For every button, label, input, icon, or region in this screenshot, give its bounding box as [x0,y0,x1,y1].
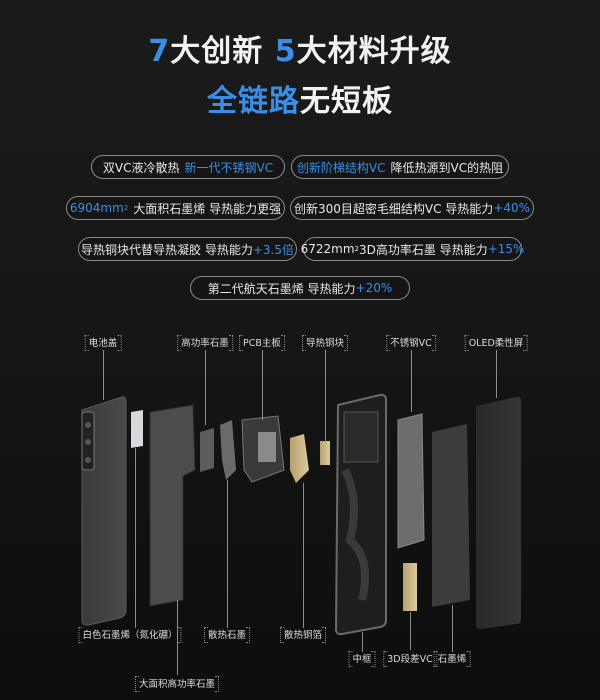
superscript: 2 [123,204,129,212]
leader-line [452,605,453,652]
leader-line [303,483,304,628]
leader-line [362,632,363,652]
innovation-text: 大创新 [170,34,264,69]
copper-block-part [320,441,330,465]
label-oled-screen: OLED柔性屏 [464,335,527,351]
feature-text: 导热铜块代替导热凝胶 导热能力 [81,242,253,257]
leader-line [410,612,411,650]
innovation-count: 7 [148,34,171,69]
headline-white-text: 无短板 [300,84,393,119]
middle-frame-part [334,393,387,636]
feature-pill-stepped-vc: 创新阶梯结构VC 降低热源到VC的热阻 [291,155,509,179]
material-text: 大材料升级 [296,34,452,69]
label-copper-block: 导热铜块 [301,335,349,351]
leader-line [227,480,228,628]
white-graphene-part [131,410,143,448]
3d-stepped-vc-part [403,563,417,611]
feature-highlight: +40% [493,201,531,215]
leader-line [411,350,412,412]
leader-line [496,350,497,398]
label-pcb-board: PCB主板 [239,335,285,351]
heatsink-graphite-part [220,420,236,480]
leader-line [135,448,136,628]
feature-number: 6722mm [300,242,355,256]
oled-screen-part [476,396,521,630]
graphene-sheet-part [432,424,470,607]
label-copper-foil: 散热铜箔 [279,627,327,643]
leader-line [103,350,104,400]
headline-line-2: 全链路无短板 [0,76,600,120]
feature-pill-copper-block: 导热铜块代替导热凝胶 导热能力+3.5倍 [78,237,297,261]
feature-highlight: +20% [355,281,393,295]
label-battery-cover: 电池盖 [84,335,121,351]
leader-line [325,350,326,442]
label-heatsink-graphite: 散热石墨 [203,627,251,643]
label-white-graphene: 白色石墨烯（氮化硼） [78,627,182,643]
leader-line [262,350,263,420]
feature-highlight: +15% [487,242,525,256]
feature-pill-dual-vc: 双VC液冷散热新一代不锈钢VC [91,155,285,179]
battery-cover-part [81,396,127,626]
feature-text: 创新300目超密毛细结构VC 导热能力 [293,201,494,216]
leader-line [177,600,178,675]
label-graphene-sheet: 石墨烯 [433,651,470,667]
feature-highlight: 创新阶梯结构VC [296,160,386,175]
leader-line [205,350,206,425]
feature-text: 第二代航天石墨烯 导热能力 [207,281,356,296]
superscript: 2 [354,245,359,253]
feature-pill-capillary-vc: 创新300目超密毛细结构VC 导热能力+40% [290,196,534,220]
stainless-vc-part [397,413,425,549]
label-large-graphite: 大面积高功率石墨 [134,676,220,692]
feature-pill-aerospace-graphene: 第二代航天石墨烯 导热能力+20% [190,276,410,300]
large-graphite-part [149,404,196,607]
material-count: 5 [274,34,297,69]
label-3d-stepped-vc: 3D段差VC [383,651,437,667]
label-middle-frame: 中框 [348,651,376,667]
feature-highlight: +3.5倍 [252,242,294,257]
label-stainless-vc: 不锈钢VC [386,335,436,351]
feature-text: 双VC液冷散热 [102,160,180,175]
headline-blue-text: 全链路 [207,84,300,119]
headline-line-1: 7大创新 5大材料升级 [0,26,600,70]
copper-foil-part [290,434,309,483]
feature-highlight: 6904mm [69,201,124,215]
feature-text: 大面积石墨烯 导热能力更强 [133,201,282,216]
feature-text: 3D高功率石墨 导热能力 [358,242,488,257]
feature-highlight: 新一代不锈钢VC [184,160,274,175]
feature-text: 降低热源到VC的热阻 [390,160,504,175]
high-power-graphite-part [200,428,214,472]
label-high-power-graphite: 高功率石墨 [177,335,233,351]
